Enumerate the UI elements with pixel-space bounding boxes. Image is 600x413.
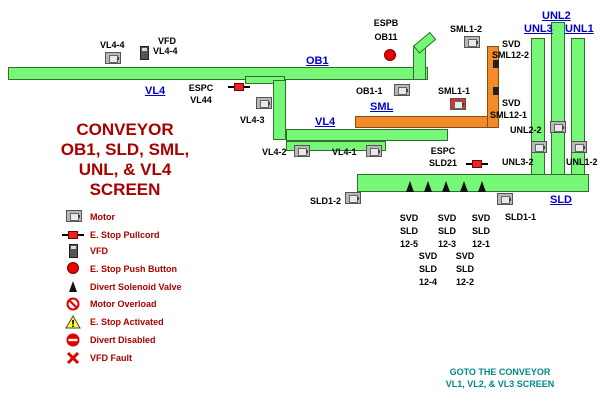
label-sld1-2: SLD1-2 (310, 196, 342, 206)
label-vfd: VFD (158, 36, 176, 46)
label-vl4-2: VL4-2 (262, 147, 287, 157)
estop-push-button-icon (67, 262, 79, 274)
motor-overload-icon (66, 297, 80, 311)
conveyor-vl4-drop (273, 80, 286, 140)
label-espc-sld: ESPC (430, 146, 456, 156)
vfd-vl4-4-icon[interactable] (140, 46, 149, 60)
label-unl3-2: UNL3-2 (502, 157, 534, 167)
divert-solenoid-valve-sld12-3-icon[interactable] (442, 181, 450, 192)
label-svd-sld12-1-b: SLD (472, 226, 490, 236)
screen-title: CONVEYOR OB1, SLD, SML, UNL, & VL4 SCREE… (30, 120, 220, 200)
link-sml[interactable]: SML (370, 101, 394, 113)
motor-ob1-1-icon[interactable] (394, 84, 410, 96)
divert-solenoid-valve-sld12-4-icon[interactable] (424, 181, 432, 192)
conveyor-vl4-main (8, 67, 428, 80)
label-svd-sld12-1-a: SVD (471, 213, 491, 223)
link-unl3[interactable]: UNL3 (524, 23, 553, 35)
label-svd-sml12-2-b: SML12-2 (492, 50, 530, 60)
motor-sml1-2-icon[interactable] (464, 36, 480, 48)
link-ob1[interactable]: OB1 (306, 55, 329, 67)
conveyor-unl3 (531, 38, 545, 176)
link-unl2[interactable]: UNL2 (542, 10, 571, 22)
divert-disabled-icon (66, 333, 80, 347)
label-svd-sld12-3-c: 12-3 (437, 239, 456, 249)
label-svd-sld12-4-b: SLD (419, 264, 437, 274)
label-svd-sld12-2-b: SLD (456, 264, 474, 274)
label-svd-sml12-1-b: SML12-1 (490, 110, 528, 120)
motor-sld1-2-icon[interactable] (345, 192, 361, 204)
estop-pullcord-sld21-icon[interactable] (466, 160, 488, 168)
vfd-icon (69, 244, 78, 258)
divert-solenoid-valve-sld12-5-icon[interactable] (406, 181, 414, 192)
label-unl1-2: UNL1-2 (566, 157, 598, 167)
link-unl1[interactable]: UNL1 (565, 23, 594, 35)
estop-pullcord-icon (62, 231, 84, 239)
label-espb: ESPB (373, 18, 399, 28)
label-svd-sld12-3-b: SLD (438, 226, 456, 236)
motor-unl3-2-icon[interactable] (531, 141, 547, 153)
label-svd-sml12-2-a: SVD (502, 39, 521, 49)
divert-solenoid-valve-icon (69, 281, 77, 292)
link-vl4-left[interactable]: VL4 (145, 85, 166, 97)
label-vl4-3: VL4-3 (240, 115, 265, 125)
motor-vl4-2-icon[interactable] (294, 145, 310, 157)
label-vl44: VL44 (190, 95, 212, 105)
label-espc: ESPC (188, 83, 214, 93)
label-ob11: OB11 (374, 32, 398, 42)
screen-title-line-2: OB1, SLD, SML, (60, 140, 190, 159)
conveyor-sml-horizontal (355, 116, 499, 128)
estop-push-button-ob11-icon[interactable] (384, 49, 396, 61)
link-vl4-mid[interactable]: VL4 (315, 116, 336, 128)
label-svd-sld12-5-c: 12-5 (399, 239, 418, 249)
estop-activated-icon (65, 315, 81, 329)
divert-solenoid-valve-sld12-1-icon[interactable] (478, 181, 486, 192)
motor-unl2-2-icon[interactable] (550, 121, 566, 133)
label-sld21: SLD21 (428, 158, 457, 168)
vfd-fault-icon (66, 351, 80, 365)
motor-vl4-1-icon[interactable] (366, 145, 382, 157)
divert-solenoid-valve-sld12-2-icon[interactable] (460, 181, 468, 192)
label-svd-sld12-1-c: 12-1 (471, 239, 490, 249)
estop-pullcord-vl44-icon[interactable] (228, 83, 250, 91)
link-sld[interactable]: SLD (550, 194, 572, 206)
label-ob1-1: OB1-1 (356, 86, 383, 96)
label-svd-sld12-3-a: SVD (437, 213, 457, 223)
label-sml1-1: SML1-1 (438, 86, 471, 96)
label-vl4-4: VL4-4 (100, 40, 125, 50)
label-vfd-vl4-4: VL4-4 (153, 46, 178, 56)
goto-line-1: GOTO THE CONVEYOR (449, 367, 551, 377)
label-sml1-2: SML1-2 (450, 24, 483, 34)
label-svd-sld12-2-c: 12-2 (455, 277, 474, 287)
label-svd-sld12-2-a: SVD (455, 251, 475, 261)
label-unl2-2: UNL2-2 (510, 125, 542, 135)
screen-title-line-3: UNL, & VL4 (78, 160, 172, 179)
label-svd-sld12-5-b: SLD (400, 226, 418, 236)
label-svd-sld12-4-a: SVD (418, 251, 438, 261)
conveyor-sld (357, 174, 589, 192)
screen-title-line-1: CONVEYOR (76, 120, 174, 139)
motor-icon (66, 210, 82, 222)
motor-sld1-1-icon[interactable] (497, 193, 513, 205)
motor-unl1-2-icon[interactable] (571, 141, 587, 153)
conveyor-vl4-lower (286, 129, 448, 141)
conveyor-vl4-lower-2 (286, 141, 386, 151)
label-svd-sml12-1-a: SVD (502, 98, 521, 108)
goto-vl1-vl2-vl3-screen-link[interactable]: GOTO THE CONVEYOR VL1, VL2, & VL3 SCREEN (400, 366, 600, 390)
goto-line-2: VL1, VL2, & VL3 SCREEN (445, 379, 555, 389)
label-vl4-1: VL4-1 (332, 147, 357, 157)
conveyor-unl2 (551, 22, 565, 176)
motor-vl4-4-icon[interactable] (105, 52, 121, 64)
screen-title-line-4: SCREEN (89, 180, 161, 199)
conveyor-unl1 (571, 38, 585, 176)
divert-solenoid-valve-sml12-1-icon[interactable] (493, 87, 499, 95)
label-svd-sld12-4-c: 12-4 (418, 277, 437, 287)
motor-sml1-1-icon[interactable] (450, 98, 466, 110)
label-svd-sld12-5-a: SVD (399, 213, 419, 223)
divert-solenoid-valve-sml12-2-icon[interactable] (493, 60, 499, 68)
label-sld1-1: SLD1-1 (505, 212, 537, 222)
motor-vl4-3-icon[interactable] (256, 97, 272, 109)
